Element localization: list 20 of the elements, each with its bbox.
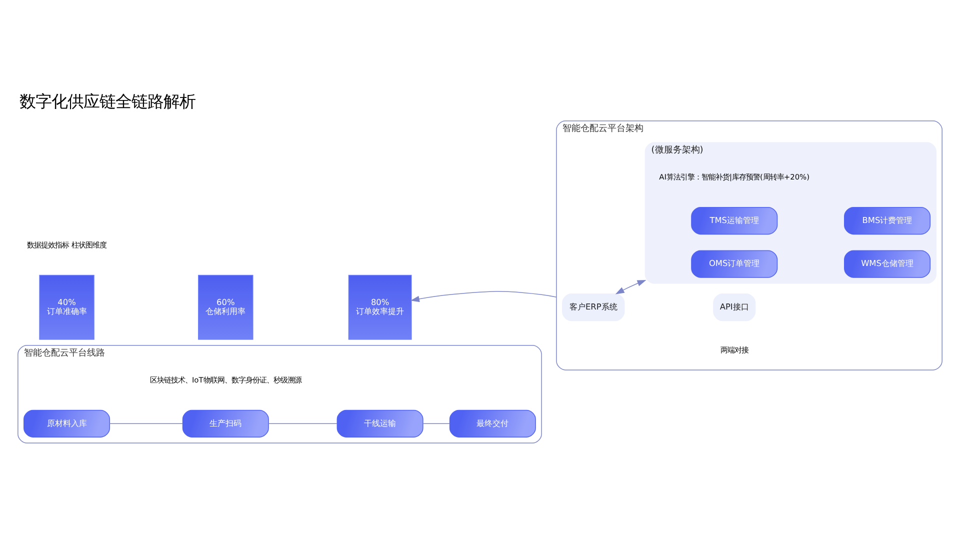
connector	[268, 423, 338, 424]
node-box: 40% 订单准确率	[39, 274, 94, 340]
node-box: BMS计费管理	[844, 206, 931, 235]
arrow	[615, 280, 646, 294]
diagram-title: 数字化供应链全链路解析	[19, 92, 196, 112]
node-box: 原材料入库	[24, 410, 110, 438]
node-box: 生产扫码	[182, 410, 269, 438]
node-box: 干线运输	[336, 410, 424, 438]
connector	[422, 423, 450, 424]
node-box: 最终交付	[449, 410, 536, 438]
label: 数据提效指标 柱状图维度	[27, 240, 106, 250]
node-box: TMS运输管理	[691, 206, 778, 235]
node-box: 客户ERP系统	[562, 294, 625, 322]
node-box: OMS订单管理	[691, 250, 778, 278]
arrow	[410, 291, 557, 302]
connector	[109, 423, 183, 424]
node-label: 两端对接	[720, 345, 748, 354]
node-box: 80% 订单效率提升	[348, 274, 412, 340]
node-box: 60% 仓储利用率	[198, 274, 254, 340]
node-box: WMS仓储管理	[844, 250, 931, 278]
